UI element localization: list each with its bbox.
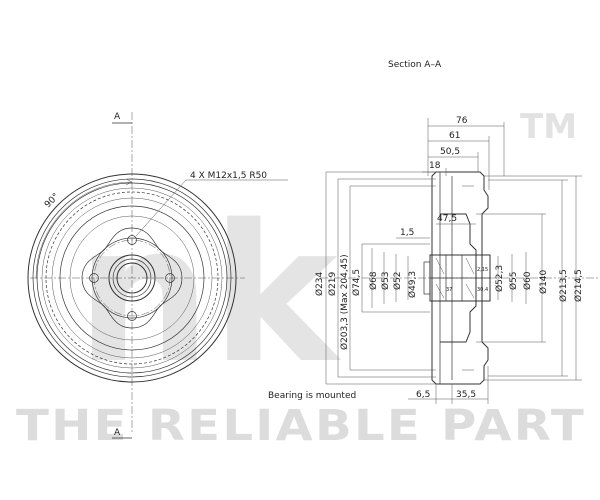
drum-outer-edge [27,173,237,383]
bearing-mid [112,258,152,298]
left-vertical-dimensions: Ø234 Ø219 Ø203,3 (Max 204,45) Ø74,5 Ø68 … [314,171,436,385]
angle-arc [35,181,133,279]
watermark-tagline: THE RELIABLE PART [16,401,586,451]
watermark-trademark: TM [520,107,577,147]
front-view: A A 90° 4 X M12x1,5 R50 [27,112,288,439]
top-dimensions: 76 61 50,5 18 47,5 1,5 [396,116,505,239]
dim-203-3: Ø203,3 (Max 204,45) [339,254,350,350]
bolt-note: 4 X M12x1,5 R50 [190,171,267,181]
dim-234: Ø234 [314,271,325,296]
dim-53: Ø53 [380,271,391,290]
drum-ring-3 [41,187,223,369]
dim-74-5: Ø74,5 [351,269,362,296]
dim-219: Ø219 [327,271,338,296]
dim-60: Ø60 [522,271,533,290]
bolt-hole-bottom [127,311,137,321]
bearing-outer [108,254,156,302]
right-vertical-dimensions: Ø52,3 Ø55 Ø60 Ø140 Ø213,5 Ø214,5 [476,175,584,381]
dim-140: Ø140 [538,269,549,294]
dim-18: 18 [429,161,441,171]
dim-30-4: 30,4 [477,287,488,293]
bolt-hole-left [89,273,99,283]
bolt-leader [135,179,187,237]
dim-68: Ø68 [368,271,379,290]
dim-47-5: 47,5 [437,214,457,224]
dim-2-15: 2,15 [477,267,488,273]
bearing-note: Bearing is mounted [268,391,356,401]
dim-6-5: 6,5 [416,390,430,400]
hub-flange [81,227,183,329]
bolt-hole-right [165,273,175,283]
section-view: 2,15 37 30,4 76 61 50,5 18 47,5 1,5 [268,116,600,404]
drum-ring-dashed [45,191,219,365]
angle-arc-arrow [125,178,133,186]
bottom-dimensions: 6,5 35,5 Bearing is mounted [268,366,489,404]
drum-ring-6 [69,215,195,341]
dim-213-5: Ø213,5 [558,269,569,302]
drum-ring-4 [51,197,213,359]
drum-ring-5 [59,205,205,351]
dim-55: Ø55 [508,271,519,290]
bolt-circle [93,239,171,317]
dim-76: 76 [456,116,468,126]
dim-35-5: 35,5 [456,390,476,400]
bearing-bore [116,262,148,294]
bolt-hole-top [127,235,137,245]
section-title: Section A–A [388,60,442,70]
dim-214-5: Ø214,5 [573,269,584,302]
angle-label: 90° [43,192,61,210]
dim-37: 37 [446,287,452,293]
bearing-hatch [435,257,475,299]
dim-49-3: Ø49,3 [407,271,418,298]
dim-50-5: 50,5 [440,147,460,157]
dim-1-5: 1,5 [400,228,414,238]
hub-cap [423,261,431,295]
drum-ring-2 [36,182,228,374]
dim-52-3: Ø52,3 [494,265,505,292]
hub-ring [91,237,173,319]
drum-ring-1 [32,178,232,378]
drum-shell [431,171,489,385]
section-marker-top: A [114,112,121,122]
dim-61: 61 [449,131,460,141]
section-marker-bottom: A [114,428,121,438]
dim-52: Ø52 [392,271,403,290]
watermark: nk TM THE RELIABLE PART [16,107,586,451]
watermark-logo: nk [76,184,341,405]
